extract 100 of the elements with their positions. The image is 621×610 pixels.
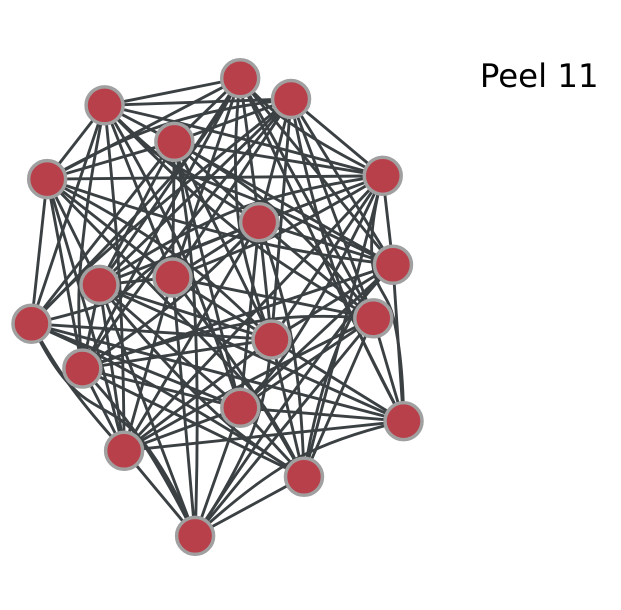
connector (280, 190, 374, 324)
connector (142, 421, 385, 450)
connector (370, 193, 405, 402)
connector (49, 326, 386, 418)
connector (32, 196, 47, 305)
connector (66, 174, 364, 180)
connector (138, 349, 258, 440)
connector (116, 290, 387, 414)
connector (92, 112, 280, 354)
connector (300, 114, 384, 250)
label: Peel 11 (480, 56, 599, 95)
connector (192, 142, 365, 174)
node-circle (383, 400, 424, 441)
connector (120, 112, 158, 134)
connector (255, 327, 358, 398)
node-circle (174, 515, 216, 556)
connector (377, 335, 400, 404)
connector (49, 196, 80, 350)
connector (62, 99, 273, 171)
connector (286, 348, 388, 412)
connector (104, 301, 190, 518)
connector (307, 193, 380, 459)
connector (48, 328, 224, 402)
connector (36, 122, 100, 306)
connector (177, 159, 238, 390)
node-circle (84, 84, 125, 126)
connector (134, 464, 184, 522)
node-circle (62, 348, 103, 388)
connector (90, 93, 232, 352)
connector (250, 91, 382, 250)
connector (136, 188, 371, 438)
node-circle (220, 387, 261, 428)
connector (59, 190, 297, 460)
connector (122, 80, 222, 103)
connector (204, 277, 382, 521)
connector (128, 294, 169, 433)
connector (100, 371, 223, 404)
connector (50, 323, 253, 340)
connector (186, 90, 228, 130)
connector (293, 116, 396, 405)
connector (246, 94, 396, 405)
connector (112, 110, 278, 272)
node-circle (220, 57, 260, 98)
node-circle (11, 302, 52, 344)
connector (272, 116, 291, 321)
connector (177, 94, 236, 260)
node-circle (238, 201, 280, 242)
connector (94, 381, 188, 520)
connector (100, 340, 253, 367)
connector (182, 291, 296, 461)
connector (110, 122, 167, 260)
node-circle (362, 155, 403, 196)
node-circle (353, 298, 394, 338)
connector (140, 324, 358, 442)
connector (116, 116, 244, 214)
connector (176, 159, 199, 517)
node-circle (251, 318, 292, 360)
connector (252, 90, 366, 168)
connector (42, 155, 164, 310)
connector (172, 296, 195, 517)
connector (98, 374, 288, 470)
connector (51, 196, 121, 433)
connector (252, 420, 292, 464)
connector (58, 118, 94, 165)
connector (84, 302, 98, 350)
node-circle (79, 264, 120, 305)
node-circle (152, 256, 193, 298)
connector (208, 424, 386, 524)
connector (77, 122, 102, 350)
connector (100, 268, 376, 364)
connector (171, 160, 176, 258)
connector (122, 108, 365, 172)
connector (40, 338, 113, 438)
connector (296, 115, 368, 301)
node-circle (270, 78, 312, 119)
connector (187, 153, 246, 210)
connector (62, 85, 224, 172)
connector (276, 180, 366, 216)
node-circle (154, 121, 195, 162)
connector (116, 118, 377, 258)
connector (124, 98, 273, 106)
connector (383, 194, 392, 246)
connector (258, 407, 385, 421)
connector (310, 334, 368, 460)
connector (252, 192, 376, 395)
node-circle (26, 158, 68, 199)
connector (190, 149, 378, 256)
node-circle (372, 244, 414, 284)
connector (274, 356, 301, 458)
connector (200, 424, 236, 518)
connector (64, 145, 157, 175)
connector (304, 109, 370, 164)
connector (100, 302, 123, 432)
connector (182, 113, 282, 262)
connector (392, 282, 404, 402)
connector (90, 384, 117, 434)
connector (63, 186, 260, 327)
connector (210, 484, 288, 528)
connector (112, 120, 236, 390)
connector (105, 124, 126, 432)
